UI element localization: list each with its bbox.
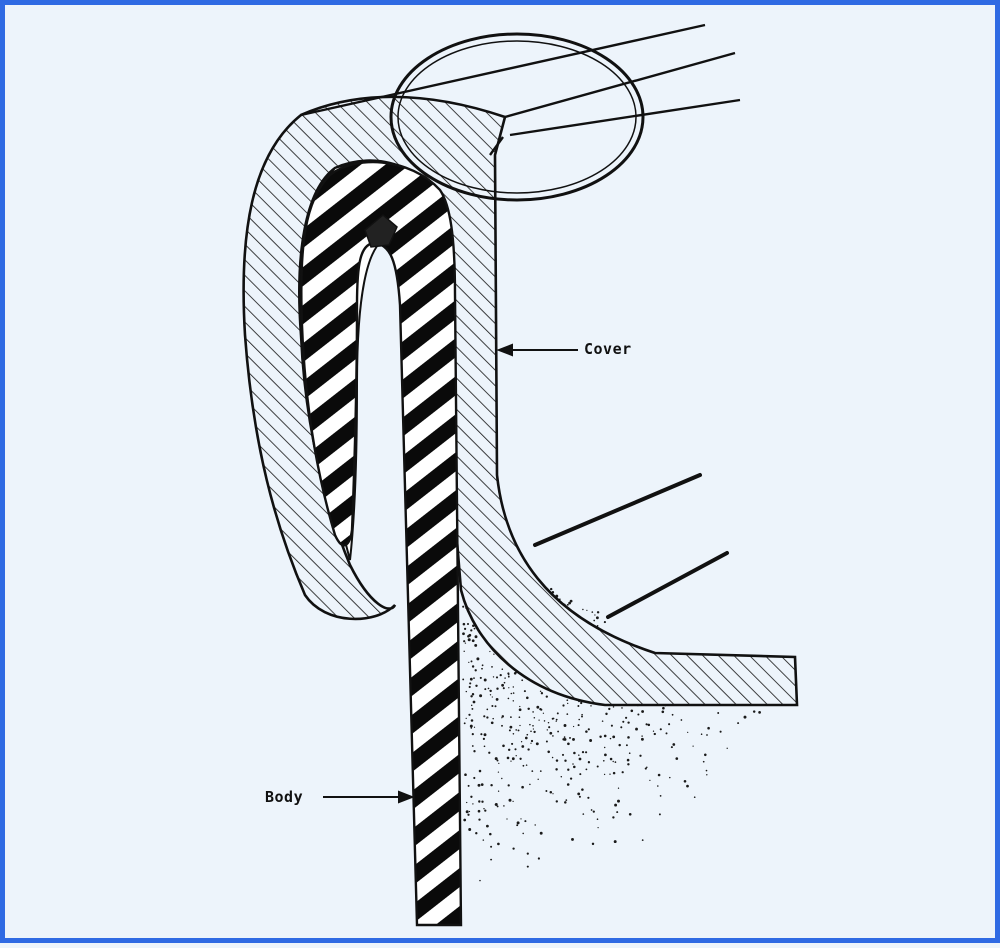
cover-section xyxy=(242,95,799,707)
highlight-circle xyxy=(389,32,645,202)
cover-leader xyxy=(496,343,578,357)
fold-tip xyxy=(364,214,398,248)
cover-top-lines xyxy=(300,23,741,156)
cross-section-drawing xyxy=(242,23,799,927)
body-leader xyxy=(323,790,415,804)
body-section xyxy=(300,160,463,927)
body-label: Body xyxy=(265,788,304,806)
cover-label: Cover xyxy=(584,340,632,358)
shading-strokes xyxy=(533,473,729,619)
highlight-circle-inner xyxy=(397,40,637,194)
